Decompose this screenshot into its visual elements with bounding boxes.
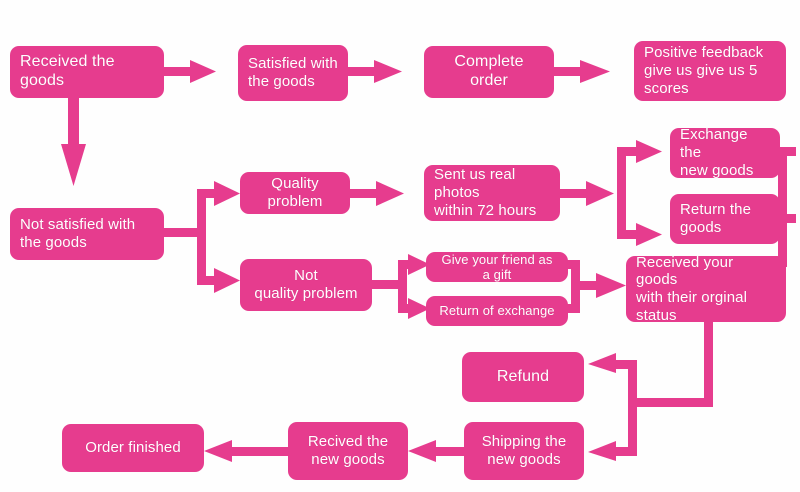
edge-recived-to-orderfinished: [204, 440, 290, 462]
node-label-line2: the goods: [248, 73, 315, 90]
node-label-line2: new goods: [487, 451, 561, 468]
node-label-line1: Not satisfied with: [20, 216, 136, 234]
edge-received-to-satisfied: [164, 60, 216, 83]
edge-received-to-notsatisfied: [61, 98, 86, 186]
node-positive-feedback[interactable]: Positive feedback give us give us 5 scor…: [634, 41, 786, 101]
node-order-finished[interactable]: Order finished: [62, 424, 204, 472]
node-label-line1: Recived the: [307, 433, 389, 451]
node-received-the-goods[interactable]: Received the goods: [10, 46, 164, 98]
edge-satisfied-to-complete: [348, 60, 402, 83]
edge-smallboxes-merge: [566, 260, 626, 313]
node-shipping-new-goods[interactable]: Shipping the new goods: [464, 422, 584, 480]
node-label-line2: new goods: [680, 161, 754, 179]
node-recived-new-goods[interactable]: Recived the new goods: [288, 422, 408, 480]
node-not-quality-problem[interactable]: Not quality problem: [240, 259, 372, 311]
node-label: Order finished: [85, 439, 181, 457]
node-label: Return of exchange: [439, 303, 555, 319]
node-label-line2: quality problem: [254, 285, 358, 302]
node-label-line2: new goods: [311, 451, 385, 468]
edge-notquality-split: [372, 254, 430, 319]
edge-exchange-to-receivedgoods: [778, 147, 796, 267]
edge-complete-to-feedback: [554, 60, 610, 83]
node-return-the-goods[interactable]: Return the goods: [670, 194, 780, 244]
node-label-line3: status: [636, 306, 677, 324]
node-label: Quality problem: [267, 175, 323, 210]
node-return-of-exchange[interactable]: Return of exchange: [426, 296, 568, 326]
node-not-satisfied[interactable]: Not satisfied with the goods: [10, 208, 164, 260]
node-label-line1: Satisfied with: [248, 55, 338, 73]
edge-photos-split: [560, 140, 662, 246]
node-label-line1: Exchange the: [680, 126, 748, 162]
node-label-line1: Received your goods: [636, 253, 734, 289]
node-label: Refund: [496, 367, 550, 385]
node-label-line1: Shipping the: [481, 433, 567, 451]
node-received-your-goods[interactable]: Received your goods with their orginal s…: [626, 253, 786, 324]
node-quality-problem[interactable]: Quality problem: [240, 172, 350, 214]
node-label-line1: Positive feedback: [644, 44, 764, 62]
node-label-line1: Not: [294, 267, 318, 285]
node-label: Complete order: [454, 53, 524, 89]
node-exchange-new-goods[interactable]: Exchange the new goods: [670, 126, 780, 179]
node-label-line3: scores: [644, 79, 689, 97]
node-label: Give your friend as a gift: [441, 251, 553, 282]
node-label-line2: with their orginal: [636, 289, 748, 306]
edge-return-to-receivedgoods: [778, 214, 796, 267]
node-sent-real-photos[interactable]: Sent us real photos within 72 hours: [424, 165, 560, 221]
edge-receivedgoods-to-refund-shipping: [588, 322, 713, 461]
edge-shipping-to-recived: [408, 440, 464, 462]
node-complete-order[interactable]: Complete order: [424, 46, 554, 98]
edge-quality-to-photos: [350, 181, 404, 206]
node-satisfied-with-goods[interactable]: Satisfied with the goods: [238, 45, 348, 101]
node-label-line2: within 72 hours: [434, 201, 537, 219]
node-label-line1: Return the: [680, 201, 752, 219]
node-label: Received the goods: [20, 53, 115, 89]
node-label-line2: the goods: [20, 234, 87, 251]
node-label-line1: Sent us real photos: [434, 166, 516, 202]
node-label-line2: give us give us 5: [644, 62, 758, 80]
node-give-friend-gift[interactable]: Give your friend as a gift: [426, 252, 568, 282]
node-refund[interactable]: Refund: [462, 352, 584, 402]
edge-notsatisfied-split: [164, 181, 240, 293]
node-label-line2: goods: [680, 219, 722, 236]
